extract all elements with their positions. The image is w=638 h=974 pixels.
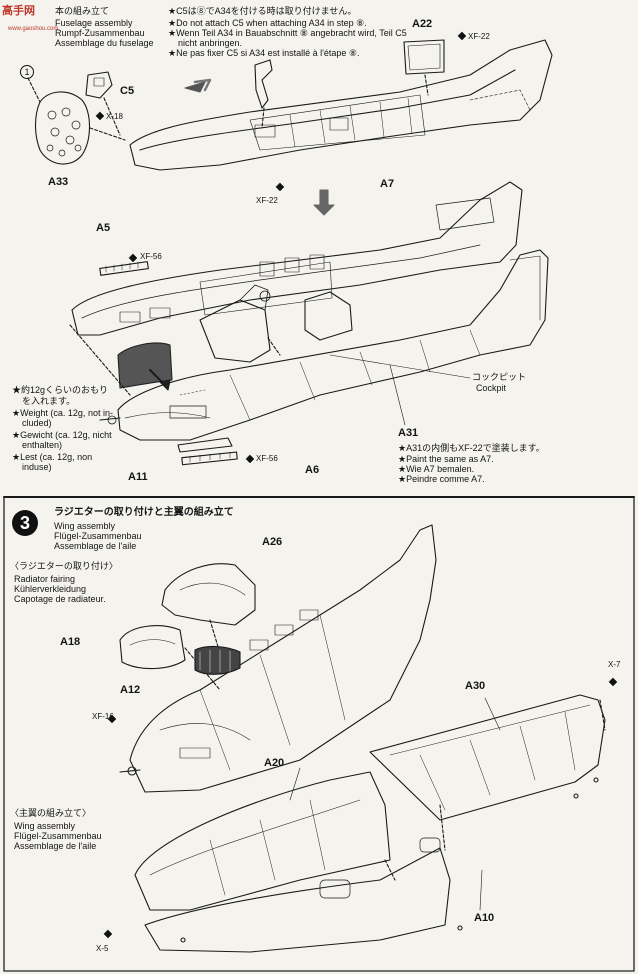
paint-note: ★Peindre comme A7.: [398, 474, 485, 484]
fuselage-assembled: [119, 524, 437, 793]
color-label: XF-56: [140, 252, 162, 261]
rod-a6: [181, 451, 238, 466]
step3-title-fr: Assemblage de l'aile: [54, 541, 137, 551]
color-label: XF-56: [256, 454, 278, 463]
step-circle: 1: [20, 65, 34, 79]
color-label: X-7: [608, 660, 621, 669]
part-label-a31: A31: [398, 427, 419, 439]
radiator-title-en: Radiator fairing: [14, 574, 76, 584]
part-label-a30: A30: [465, 680, 486, 692]
part-label-a7: A7: [380, 178, 395, 190]
weight-note: ★Lest (ca. 12g, non: [12, 452, 93, 462]
note-line: ★C5は⑧でA34を付ける時は取り付けません。: [168, 6, 357, 16]
leader-a31: [389, 364, 406, 426]
watermark-logo: 高手网: [2, 5, 35, 17]
paint-drop-icon: [103, 929, 113, 939]
step2-title-jp: 本の組み立て: [55, 6, 110, 16]
paint-note: ★Paint the same as A7.: [398, 454, 494, 464]
step3-title-jp: ラジエターの取り付けと主翼の組み立て: [54, 507, 234, 518]
part-label-c5: C5: [120, 85, 135, 97]
paint-drop-icon: [457, 31, 467, 41]
rod-a5: [99, 261, 149, 276]
color-label: XF-22: [468, 32, 490, 41]
weight-note: を入れます。: [22, 396, 76, 406]
step2-title-de: Rumpf-Zusammenbau: [55, 28, 145, 38]
radiator-title-jp: 〈ラジエターの取り付け〉: [10, 561, 118, 571]
part-label-a10: A10: [474, 912, 495, 924]
step2-title-en: Fuselage assembly: [55, 18, 133, 28]
part-label-a22: A22: [412, 18, 433, 30]
part-label-a12: A12: [120, 684, 141, 696]
radiator-title-fr: Capotage de radiateur.: [14, 594, 106, 604]
cockpit-label-jp: コックピット: [472, 372, 527, 382]
part-a22-panel: [403, 39, 445, 96]
arrow-down-icon: [313, 189, 335, 216]
paint-note: ★Wie A7 bemalen.: [398, 464, 475, 474]
note-line: nicht anbringen.: [178, 38, 243, 48]
weight-note: enthalten): [22, 440, 63, 450]
wing-title-jp: 〈主翼の組み立て〉: [10, 808, 92, 818]
wing-upper-a30: [369, 694, 606, 821]
step-number: 3: [12, 510, 38, 536]
part-c5: [85, 71, 121, 136]
weight-note: ★約12gくらいのおもり: [12, 385, 109, 395]
cockpit-label-en: Cockpit: [476, 383, 507, 393]
paint-note: ★A31の内側もXF-22で塗装します。: [398, 443, 545, 453]
radiator-a12: [194, 645, 241, 675]
paint-drop-icon: [107, 714, 117, 724]
note-line: ★Do not attach C5 when attaching A34 in …: [168, 18, 367, 28]
color-label: XF-22: [256, 196, 278, 205]
watermark-url: www.gaoshou.com: [8, 26, 59, 32]
cockpit-seat: [199, 284, 353, 363]
part-label-a6: A6: [305, 464, 320, 476]
color-label: XF-16: [92, 712, 114, 721]
paint-drop-icon: [95, 111, 105, 121]
paint-drop-icon: [128, 253, 138, 263]
part-label-a11: A11: [128, 471, 148, 483]
part-label-a18: A18: [60, 636, 81, 648]
color-label: X-5: [96, 944, 109, 953]
arrow-right-icon: [184, 81, 206, 93]
wing-title-en: Wing assembly: [14, 821, 76, 831]
fuselage-half-a7: [129, 39, 553, 171]
paint-drop-icon: [608, 677, 618, 687]
radiator-title-de: Kühlerverkleidung: [14, 584, 87, 594]
weight-note: cluded): [22, 418, 52, 428]
wing-title-fr: Assemblage de l'aile: [14, 841, 97, 851]
step3-title-en: Wing assembly: [54, 521, 116, 531]
wing-bottom-a10: [144, 804, 463, 953]
color-label: X-18: [106, 112, 123, 121]
bracket-a34: [254, 59, 273, 129]
leader-cockpit: [329, 354, 471, 379]
weight-note: ★Gewicht (ca. 12g, nicht: [12, 430, 112, 440]
instrument-panel-a33: [27, 77, 126, 165]
weight-block: [117, 342, 173, 391]
note-line: ★Wenn Teil A34 in Bauabschnitt ⑧ angebra…: [168, 28, 407, 38]
part-label-a5: A5: [96, 222, 111, 234]
note-line: ★Ne pas fixer C5 si A34 est installé à l…: [168, 48, 360, 58]
weight-note: induse): [22, 462, 52, 472]
fuselage-half-a5-upper: [71, 181, 523, 336]
paint-drop-icon: [245, 454, 255, 464]
part-a11: [177, 437, 233, 453]
wing-title-de: Flügel-Zusammenbau: [14, 831, 102, 841]
fuselage-a31: [99, 249, 549, 441]
paint-drop-icon: [275, 182, 285, 192]
wing-lower-a20: [134, 771, 391, 911]
canopy-a26: [161, 563, 256, 661]
step3-title-de: Flügel-Zusammenbau: [54, 531, 142, 541]
part-label-a33: A33: [48, 176, 69, 188]
part-label-a26: A26: [262, 536, 283, 548]
part-label-a20: A20: [264, 757, 285, 769]
weight-note: ★Weight (ca. 12g, not in-: [12, 408, 113, 418]
step2-title-fr: Assemblage du fuselage: [55, 38, 154, 48]
